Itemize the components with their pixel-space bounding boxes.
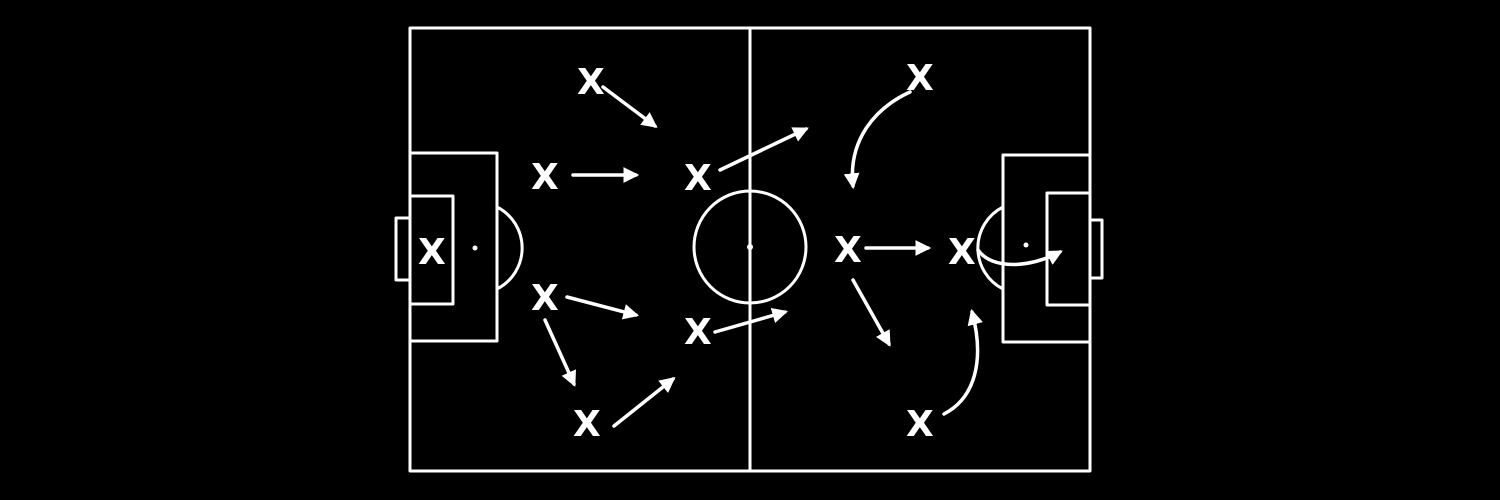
movement-arrow	[565, 295, 640, 320]
left-penalty-arc	[495, 205, 524, 291]
movement-arrow	[851, 278, 891, 347]
left-goal	[394, 216, 412, 282]
curved-movement-arrow	[942, 308, 983, 416]
movement-arrow	[718, 127, 809, 172]
center-circle	[692, 189, 808, 305]
left-penalty-spot	[472, 245, 478, 251]
player-marker: X	[577, 62, 605, 103]
curved-movement-arrow	[976, 248, 1063, 267]
player-marker: X	[531, 278, 559, 319]
center-spot	[747, 244, 753, 250]
right-goal-area	[1045, 191, 1092, 307]
player-marker: X	[834, 230, 862, 271]
players: X X X X X X X X X X X	[418, 58, 976, 445]
right-penalty-arc	[976, 205, 1005, 291]
player-marker: X	[573, 404, 601, 445]
movement-arrow	[612, 377, 676, 428]
player-marker: X	[906, 404, 934, 445]
movement-arrow	[601, 85, 658, 128]
curved-movement-arrow	[843, 90, 912, 190]
player-marker: X	[418, 232, 446, 273]
player-marker: X	[684, 312, 712, 353]
player-marker: X	[531, 157, 559, 198]
movement-arrows	[543, 85, 1063, 428]
pitch	[394, 26, 1104, 473]
player-marker: X	[948, 232, 976, 273]
right-penalty-spot	[1023, 242, 1029, 248]
player-marker: X	[684, 158, 712, 199]
movement-arrow	[713, 307, 789, 334]
right-goal	[1088, 218, 1104, 280]
movement-arrow	[543, 318, 576, 387]
